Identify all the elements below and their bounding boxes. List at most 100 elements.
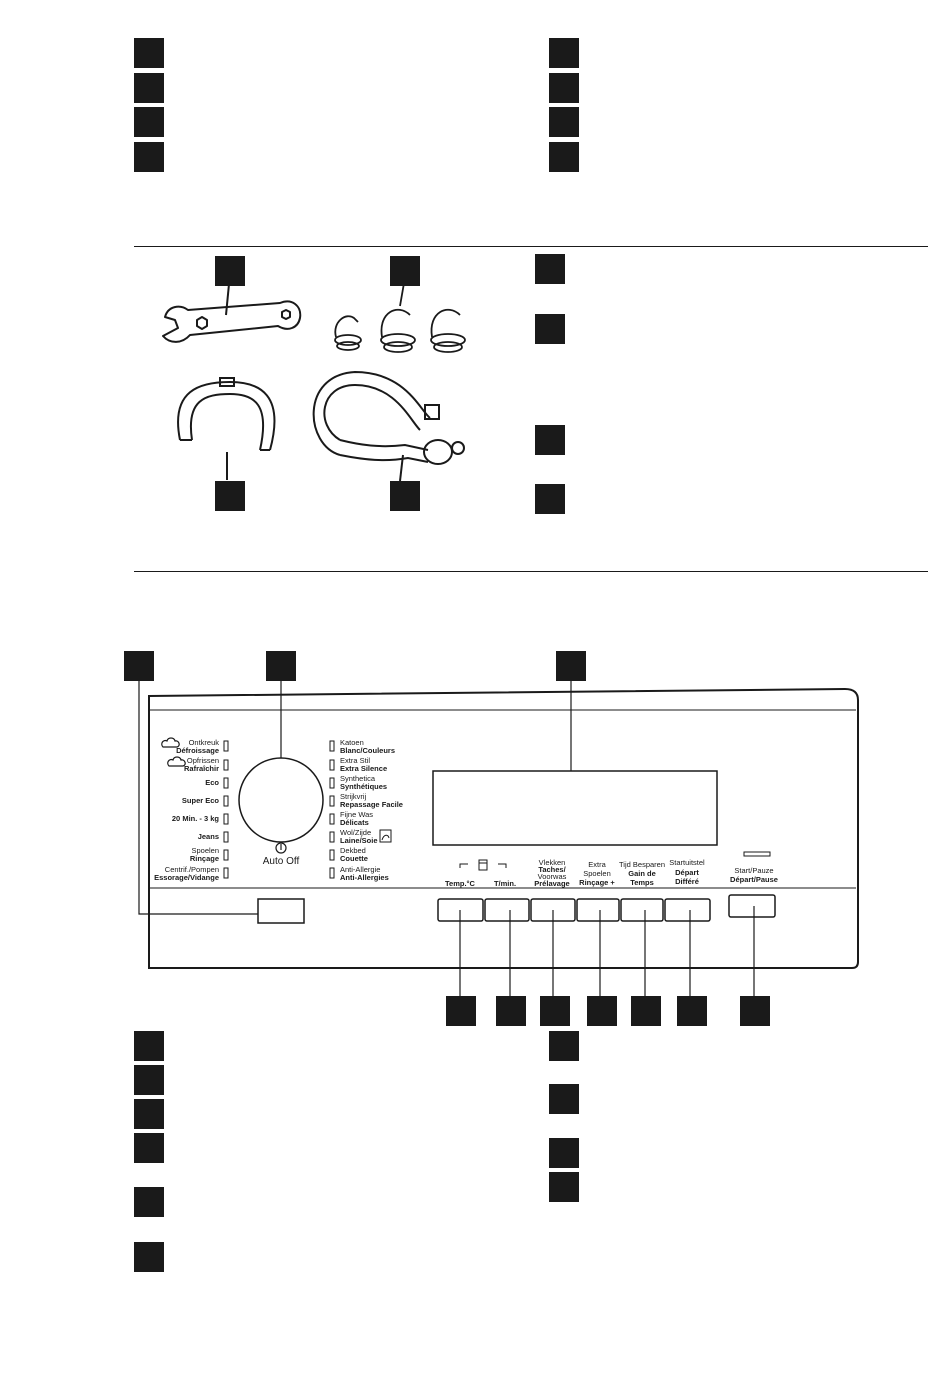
marker-square (535, 254, 565, 284)
program-label: Opfrissen (187, 756, 219, 765)
program-led (223, 740, 229, 752)
program-led (223, 831, 229, 843)
program-led (223, 777, 229, 789)
program-led (329, 759, 335, 771)
marker-square (390, 256, 420, 286)
bracket-left (459, 863, 468, 868)
rinse-label: Rinçage + (579, 878, 615, 887)
door-icon (478, 859, 488, 871)
marker-square (134, 107, 164, 137)
extra-rinse-button[interactable] (576, 898, 620, 922)
marker-square (549, 1138, 579, 1168)
marker-square (134, 142, 164, 172)
time-save-label: Tijd Besparen (619, 860, 665, 869)
time-save-label: Gain de (628, 869, 656, 878)
cloud-icon (167, 756, 186, 767)
time-save-button[interactable] (620, 898, 664, 922)
marker-square (549, 73, 579, 103)
program-label: Super Eco (182, 796, 220, 805)
marker-square (215, 256, 245, 286)
spin-button[interactable] (484, 898, 530, 922)
program-label: Anti-Allergies (340, 873, 389, 882)
program-led (329, 740, 335, 752)
start-pause-button[interactable] (728, 894, 776, 918)
marker-square (549, 38, 579, 68)
program-label: Eco (205, 778, 219, 787)
marker-square (631, 996, 661, 1026)
marker-square (134, 1242, 164, 1272)
program-led (329, 777, 335, 789)
program-label: Katoen (340, 738, 364, 747)
program-label: 20 Min. - 3 kg (172, 814, 220, 823)
stain-label: Voorwas (538, 872, 567, 881)
start-led (743, 851, 771, 857)
program-led (329, 795, 335, 807)
program-label: Défroissage (176, 746, 219, 755)
program-led (329, 867, 335, 879)
program-label: Ontkreuk (189, 738, 220, 747)
marker-square (134, 1065, 164, 1095)
stain-label: Vlekken (539, 858, 566, 867)
wool-handwash-icon (379, 829, 392, 843)
marker-square (134, 1099, 164, 1129)
marker-square (215, 481, 245, 511)
marker-square (134, 1133, 164, 1163)
program-label: Rinçage (190, 854, 219, 863)
divider (134, 246, 928, 247)
program-label: Spoelen (191, 846, 219, 855)
program-label: Wol/Zijde (340, 828, 371, 837)
marker-square (549, 1084, 579, 1114)
marker-square (677, 996, 707, 1026)
program-led (329, 849, 335, 861)
program-label: Repassage Facile (340, 800, 403, 809)
marker-square (549, 142, 579, 172)
auto-off-label: Auto Off (263, 856, 300, 867)
bracket-right (498, 863, 507, 868)
power-icon (275, 842, 287, 854)
stain-label: Prélavage (534, 879, 569, 888)
program-label: Couette (340, 854, 368, 863)
program-led (223, 849, 229, 861)
marker-square (134, 1187, 164, 1217)
program-led (329, 831, 335, 843)
on-off-button[interactable] (257, 898, 305, 924)
program-label: Extra Stil (340, 756, 370, 765)
rinse-label: Spoelen (583, 869, 611, 878)
program-label: Dekbed (340, 846, 366, 855)
marker-square (446, 996, 476, 1026)
delay-start-button[interactable] (664, 898, 711, 922)
marker-square (535, 425, 565, 455)
marker-square (540, 996, 570, 1026)
time-save-label: Temps (630, 878, 654, 887)
spin-label: T/min. (494, 879, 516, 888)
delay-label: Différé (675, 877, 699, 886)
marker-square (134, 38, 164, 68)
marker-square (535, 484, 565, 514)
program-label: Synthétiques (340, 782, 387, 791)
marker-square (134, 1031, 164, 1061)
start-label: Départ/Pause (730, 875, 778, 884)
delay-label: Startuitstel (669, 858, 705, 867)
divider (134, 571, 928, 572)
stain-label: Taches/ (538, 865, 566, 874)
program-label: Strijkvrij (340, 792, 367, 801)
marker-square (587, 996, 617, 1026)
program-label: Synthetica (340, 774, 376, 783)
marker-square (535, 314, 565, 344)
program-label: Jeans (198, 832, 219, 841)
marker-square (549, 107, 579, 137)
program-led (223, 795, 229, 807)
program-label: Centrif./Pompen (165, 865, 219, 874)
program-label: Rafraîchir (184, 764, 219, 773)
program-led (223, 759, 229, 771)
program-label: Délicats (340, 818, 369, 827)
program-label: Extra Silence (340, 764, 387, 773)
program-label: Laine/Soie (340, 836, 378, 845)
display (432, 770, 718, 846)
marker-square (134, 73, 164, 103)
program-led (223, 813, 229, 825)
rinse-label: Extra (588, 860, 606, 869)
start-label: Start/Pauze (734, 866, 773, 875)
program-selector-knob[interactable] (238, 757, 324, 843)
